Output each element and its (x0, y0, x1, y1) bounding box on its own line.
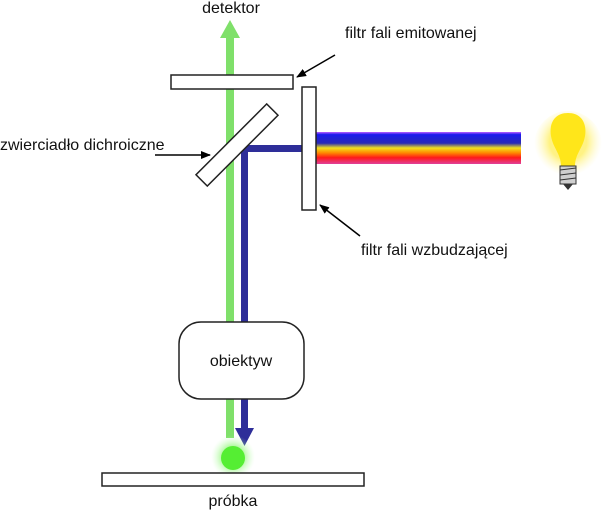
objective-label: obiektyw (210, 353, 273, 370)
objective-lens (178, 321, 305, 400)
sample-label: próbka (209, 493, 258, 510)
emission-filter (170, 74, 294, 90)
emission-arrowhead (220, 20, 240, 38)
emission-filter-label: filtr fali emitowanej (345, 25, 477, 42)
dichroic-mirror-label: zwierciadło dichroiczne (0, 137, 165, 154)
excitation-filter (301, 86, 317, 211)
fluorescence-spot (221, 446, 245, 470)
light-bulb-icon (534, 111, 602, 190)
excitation-arrowhead (235, 428, 254, 446)
excitation-beam-horizontal (242, 145, 304, 152)
dichroic-mirror (194, 102, 280, 188)
white-light-spectrum (316, 132, 521, 164)
detector-label: detektor (202, 0, 260, 17)
excitation-filter-label: filtr fali wzbudzającej (361, 242, 508, 259)
emission-beam (220, 20, 240, 438)
excitation-beam (235, 145, 304, 446)
excitation-beam-vertical (241, 145, 248, 430)
emission-beam-line (226, 36, 234, 438)
sample-slide (101, 472, 365, 487)
emission-filter-pointer (296, 54, 336, 78)
excitation-filter-pointer (319, 204, 361, 237)
